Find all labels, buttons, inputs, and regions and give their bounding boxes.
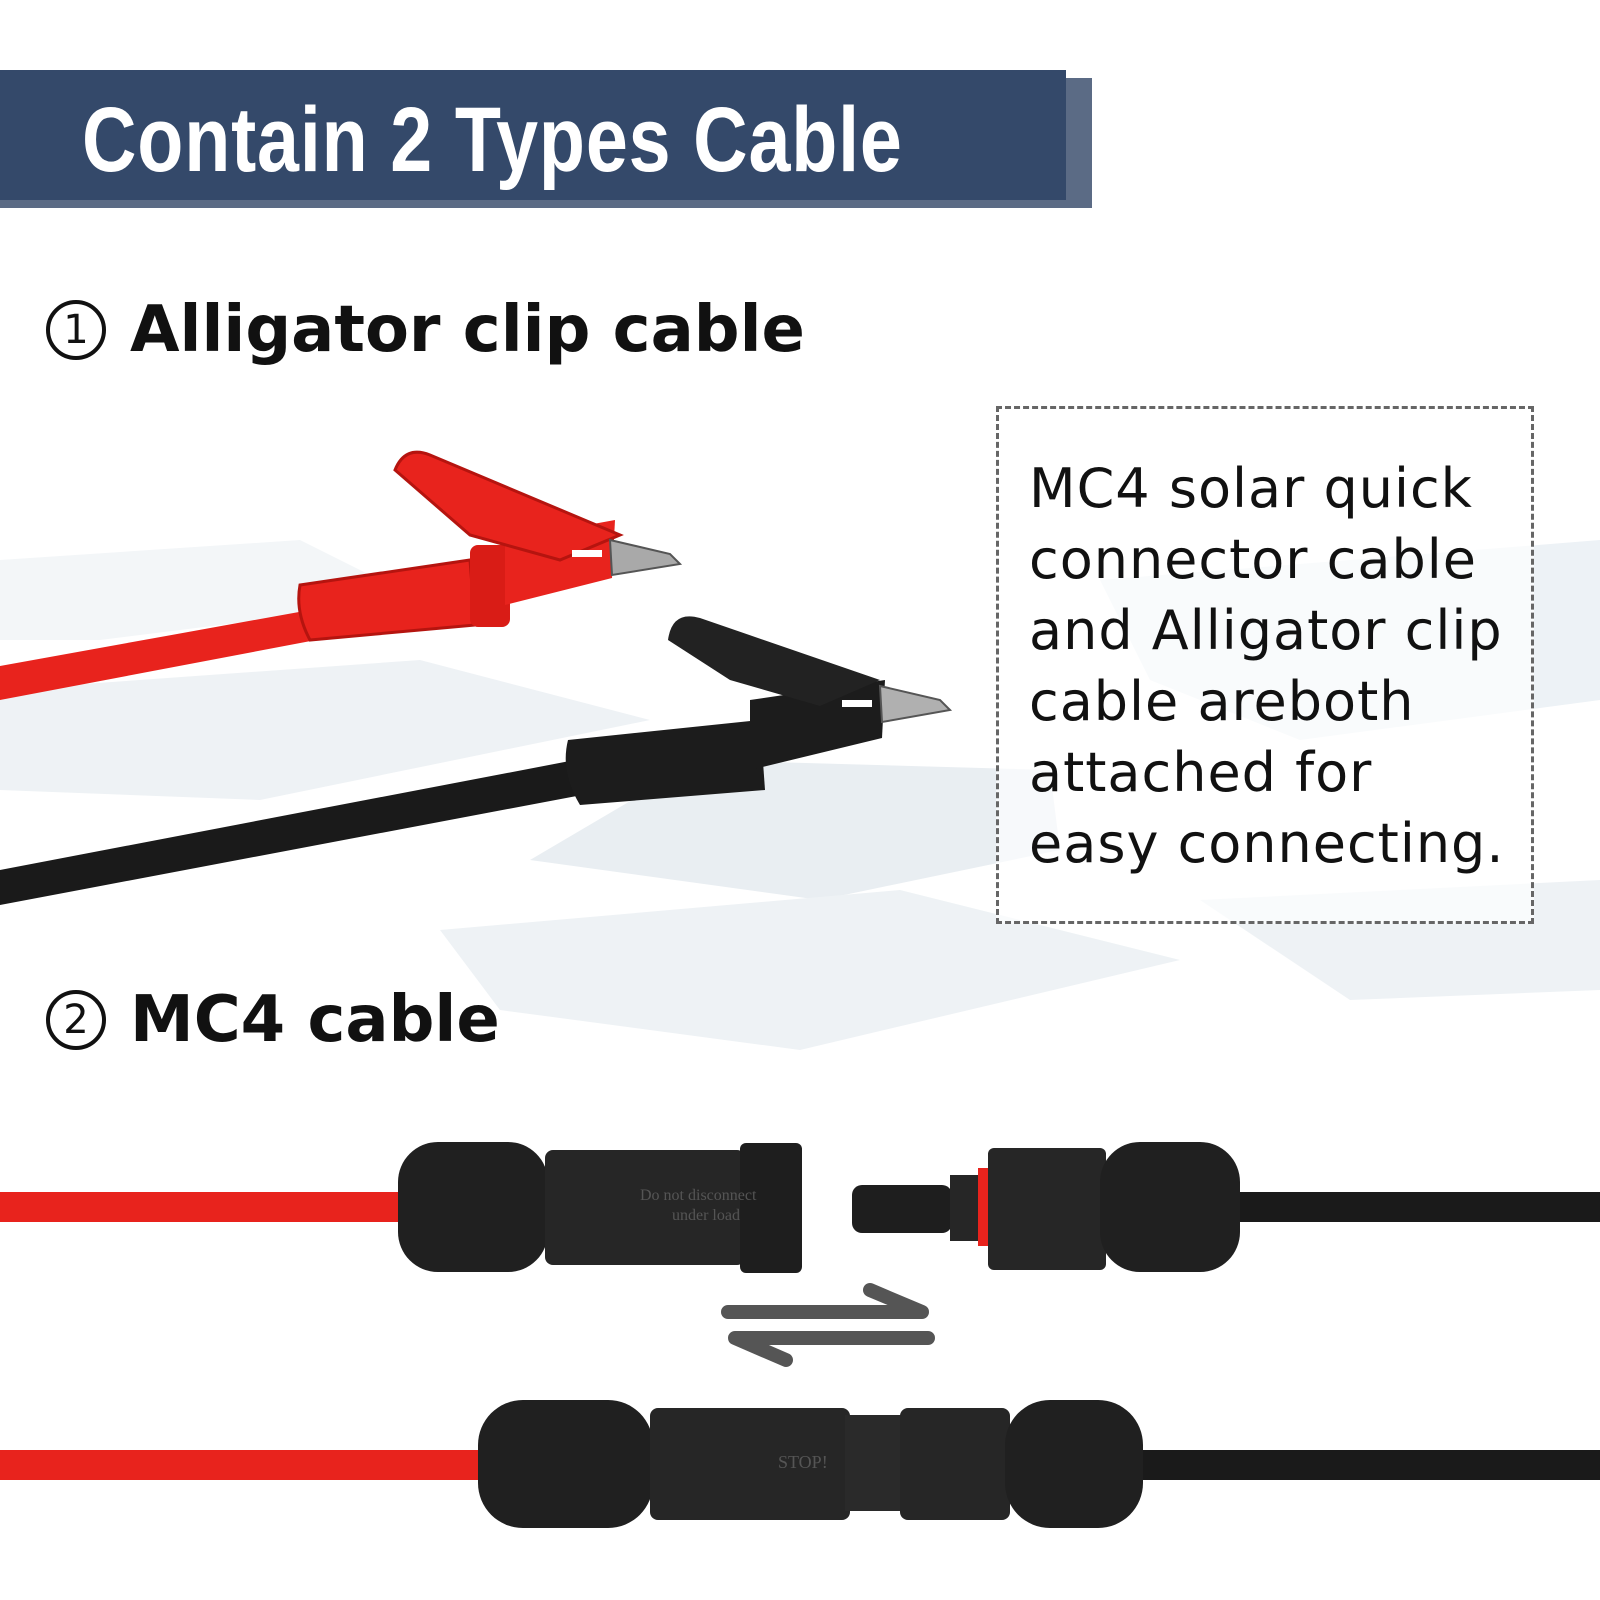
description-line: cable areboth [1029, 670, 1415, 733]
section-alligator-title: 1 Alligator clip cable [46, 290, 805, 370]
banner-title: Contain 2 Types Cable [82, 89, 903, 191]
red-alligator-clip [0, 450, 683, 700]
connector-print-line2: under load [672, 1207, 740, 1224]
section-mc4-title: 2 MC4 cable [46, 980, 500, 1060]
mc4-pair-joined: STOP! [0, 1400, 1600, 1528]
title-banner: Contain 2 Types Cable [0, 70, 1092, 210]
section-alligator-label: Alligator clip cable [130, 293, 805, 367]
swap-arrows-icon [721, 1283, 935, 1367]
number-badge-1: 1 [46, 300, 106, 360]
description-line: connector cable [1029, 528, 1477, 591]
section-mc4-label: MC4 cable [130, 983, 500, 1057]
description-line: easy connecting. [1029, 812, 1505, 875]
mc4-pair-separated: Do not disconnect under load [0, 1142, 1600, 1273]
connector-print-line1: Do not disconnect [640, 1187, 757, 1204]
description-line: and Alligator clip [1029, 599, 1503, 662]
number-badge-2: 2 [46, 990, 106, 1050]
banner-face [0, 70, 1066, 200]
black-alligator-clip [0, 616, 953, 905]
connector-print-stop: STOP! [778, 1452, 828, 1472]
description-line: MC4 solar quick [1029, 457, 1473, 520]
description-text: MC4 solar quick connector cable and Alli… [1029, 453, 1531, 879]
description-line: attached for [1029, 741, 1373, 804]
description-box: MC4 solar quick connector cable and Alli… [996, 406, 1534, 924]
